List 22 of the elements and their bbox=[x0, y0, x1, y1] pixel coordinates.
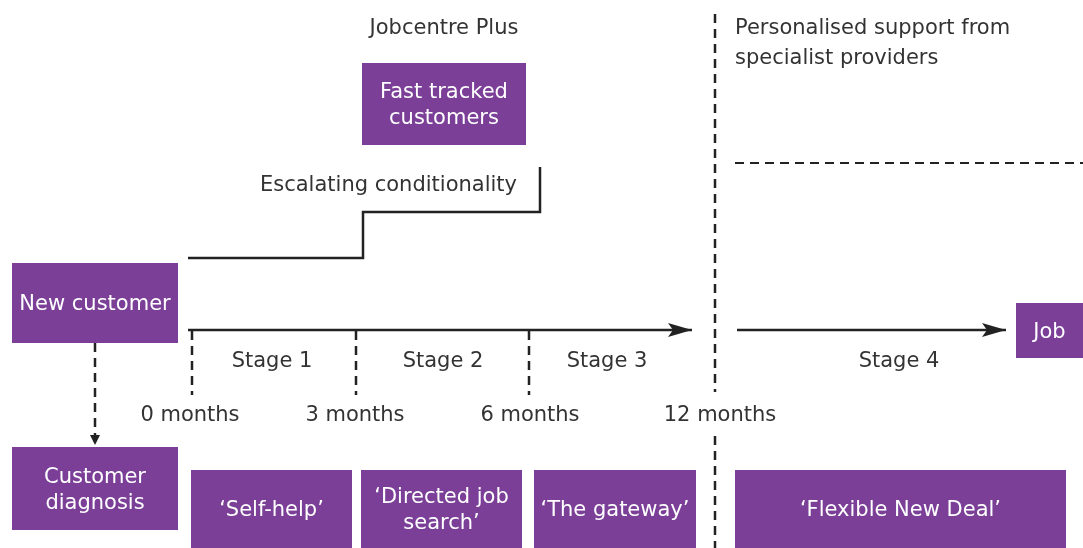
stage-box: Customer diagnosis bbox=[12, 447, 178, 530]
stage-label: Stage 1 bbox=[231, 347, 313, 374]
time-label: 3 months bbox=[305, 401, 405, 428]
stage-box: New customer bbox=[12, 263, 178, 343]
stage-label: Stage 3 bbox=[566, 347, 648, 374]
section-label: Personalised support from specialist providers bbox=[735, 14, 1012, 71]
time-label: 12 months bbox=[663, 401, 777, 428]
stage-label: Stage 2 bbox=[402, 347, 484, 374]
arrow bbox=[90, 343, 100, 445]
section-label: Escalating conditionality bbox=[260, 171, 517, 198]
arrow bbox=[737, 323, 1006, 337]
stage-box: ‘Directed job search’ bbox=[361, 470, 522, 548]
stage-box: Job bbox=[1016, 303, 1083, 358]
stage-box: Fast tracked customers bbox=[362, 63, 526, 145]
time-label: 6 months bbox=[480, 401, 580, 428]
stage-label: Stage 4 bbox=[858, 347, 940, 374]
stage-box: ‘The gateway’ bbox=[534, 470, 696, 548]
section-label: Jobcentre Plus bbox=[369, 14, 519, 41]
stage-box: ‘Flexible New Deal’ bbox=[735, 470, 1066, 548]
arrow bbox=[188, 323, 692, 337]
time-label: 0 months bbox=[140, 401, 240, 428]
stage-box: ‘Self-help’ bbox=[191, 470, 352, 548]
